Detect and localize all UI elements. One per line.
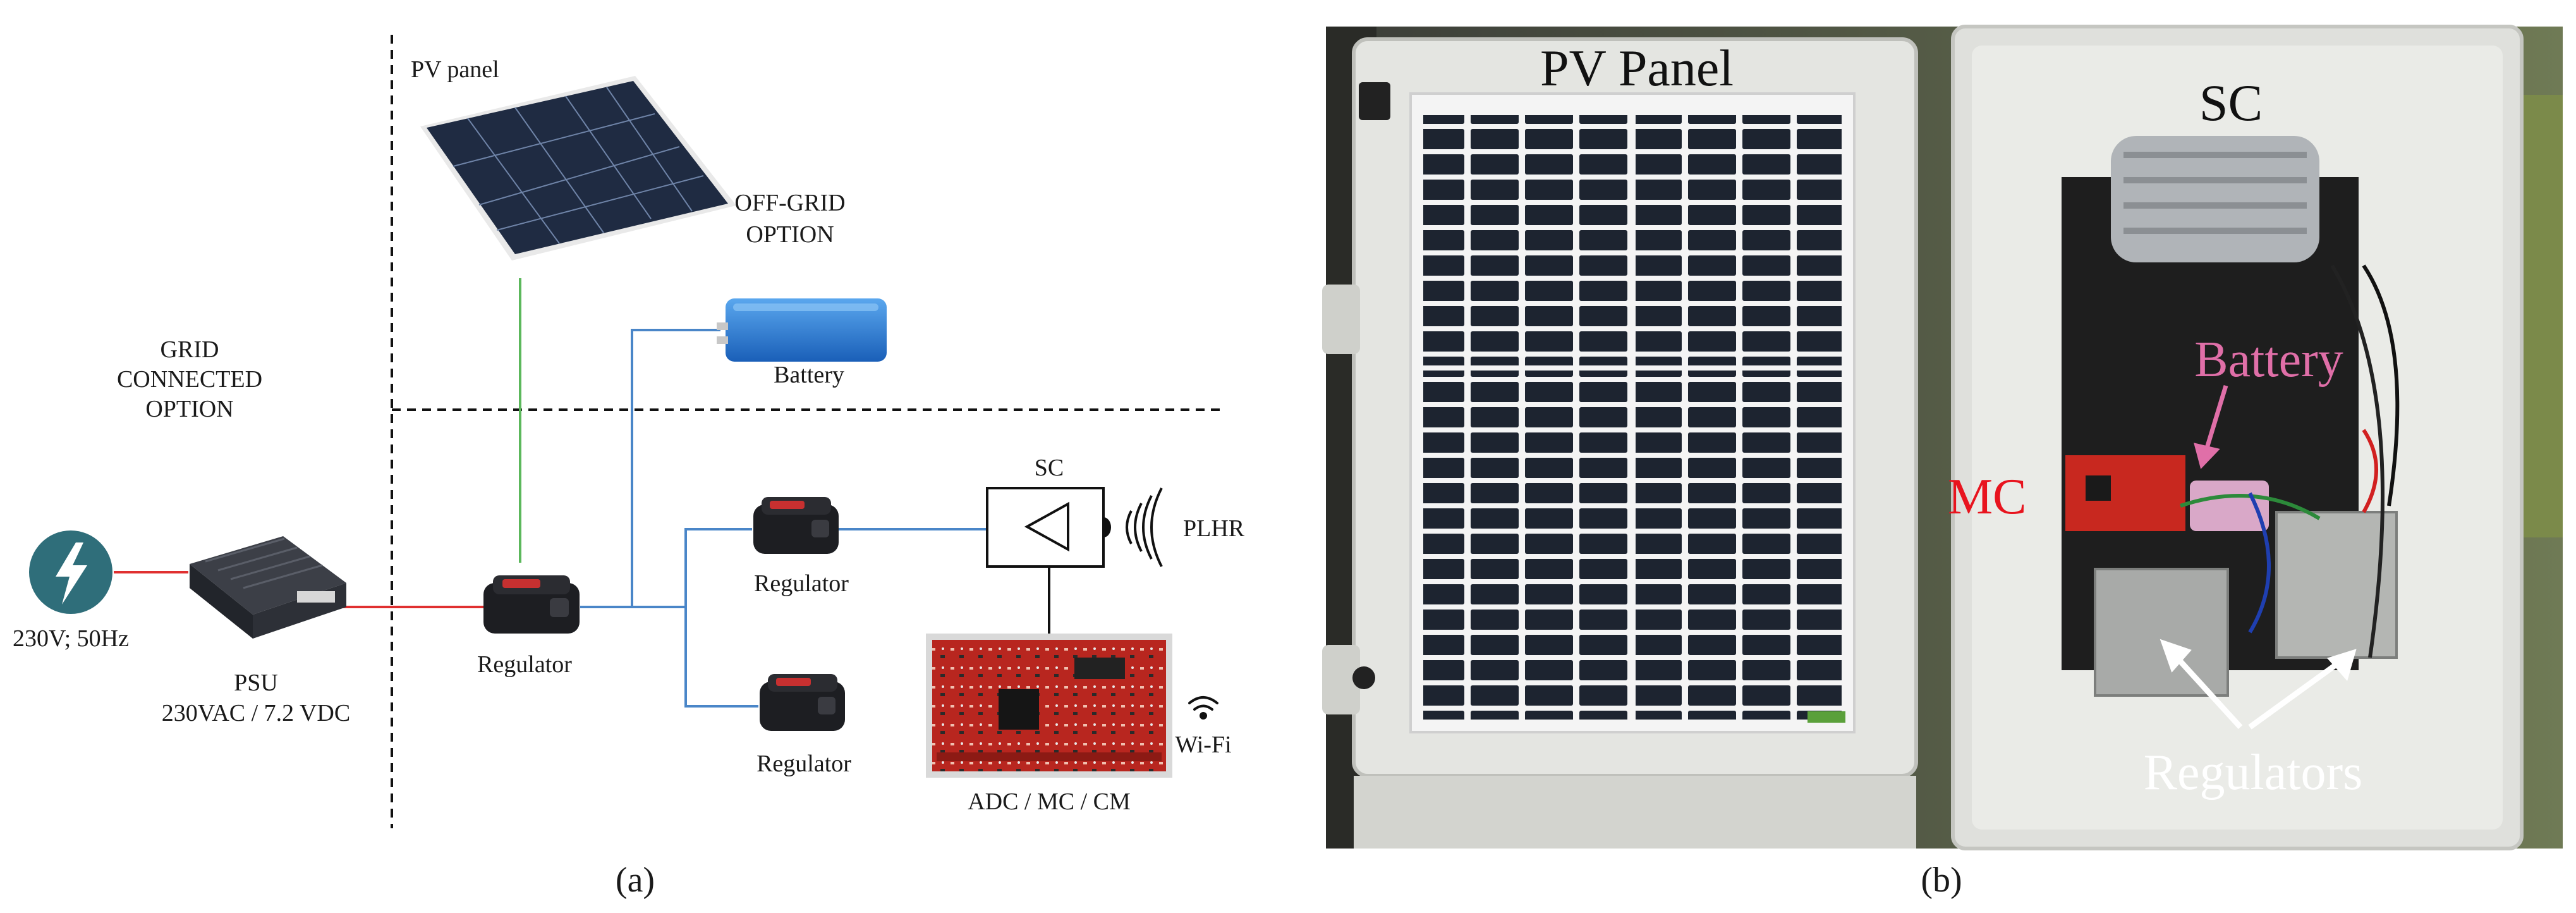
photo-sc-label: SC bbox=[2199, 74, 2263, 132]
regulator-main-label: Regulator bbox=[477, 651, 572, 678]
regulator-top-label: Regulator bbox=[754, 570, 849, 597]
mains-icon bbox=[29, 530, 112, 614]
regulator-main-icon bbox=[483, 575, 580, 634]
battery-arrow bbox=[2194, 384, 2228, 469]
sc-label: SC bbox=[1035, 455, 1064, 481]
wiring bbox=[2180, 264, 2400, 658]
grid-connected-label-line3: OPTION bbox=[145, 396, 233, 422]
off-grid-label-line2: OPTION bbox=[746, 221, 834, 248]
pv-panel-icon bbox=[420, 76, 736, 260]
mains-label: 230V; 50Hz bbox=[13, 625, 129, 652]
pv-panel-label: PV panel bbox=[411, 56, 499, 83]
battery-icon bbox=[717, 298, 887, 362]
photo-battery-label: Battery bbox=[2194, 332, 2343, 388]
bottom-branch-wire bbox=[684, 607, 758, 708]
plhr-label: PLHR bbox=[1183, 515, 1245, 542]
plhr-wave-icon bbox=[1126, 487, 1163, 567]
battery-wire bbox=[580, 329, 720, 608]
grid-connected-label-line2: CONNECTED bbox=[117, 366, 262, 393]
photo-regulators-label: Regulators bbox=[2144, 745, 2363, 800]
mc-board bbox=[2065, 455, 2185, 531]
wifi-label: Wi-Fi bbox=[1175, 732, 1231, 758]
regulator-boxes bbox=[2094, 511, 2398, 697]
diagram-panel: PV panel OFF-GRID OPTION GRID CONNECTED … bbox=[13, 35, 1245, 900]
photo-mc-label: MC bbox=[1948, 469, 2027, 525]
grid-connected-label-line1: GRID bbox=[161, 336, 219, 363]
caption-a: (a) bbox=[616, 861, 655, 900]
pv-solar-module bbox=[1409, 92, 1856, 733]
photo-pv-panel-label: PV Panel bbox=[1540, 39, 1734, 97]
annotation-arrows bbox=[2160, 639, 2357, 730]
top-branch-wire bbox=[684, 528, 752, 607]
psu-label-line1: PSU bbox=[234, 670, 278, 696]
adc-mc-cm-label: ADC / MC / CM bbox=[968, 788, 1131, 815]
adc-mc-board-icon bbox=[926, 634, 1172, 778]
psu-label-line2: 230VAC / 7.2 VDC bbox=[162, 700, 350, 726]
off-grid-label-line1: OFF-GRID bbox=[734, 190, 845, 216]
wifi-icon bbox=[1188, 696, 1218, 720]
regulator-bottom-icon bbox=[760, 674, 845, 731]
battery-label: Battery bbox=[774, 362, 844, 388]
battery-pack bbox=[2190, 481, 2269, 531]
regulator-bottom-label: Regulator bbox=[756, 751, 851, 777]
supercapacitor-coil bbox=[2111, 136, 2319, 262]
sc-box bbox=[986, 487, 1111, 568]
psu-icon bbox=[190, 536, 346, 639]
regulator-top-icon bbox=[753, 497, 839, 554]
photo-panel: PV Panel SC Battery MC Regulators (b) bbox=[1322, 25, 2563, 900]
caption-b: (b) bbox=[1921, 861, 1962, 900]
